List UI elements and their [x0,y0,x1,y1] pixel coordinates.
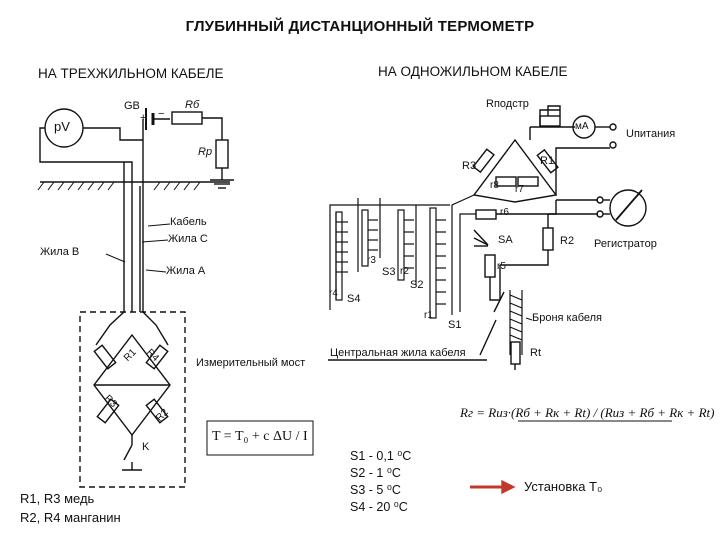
label-armor: Броня кабеля [532,312,603,324]
label-r3-right: R3 [462,160,477,172]
label-r2-right: R2 [560,235,575,247]
label-r6: r6 [500,207,509,218]
resistor-rb [171,111,203,125]
meter-wire [83,127,143,141]
label-sa: SA [498,234,513,246]
label-r4-small: r4 [329,288,338,299]
label-bridge: Измерительный мост [196,357,306,369]
label-gb: GB [124,100,140,112]
label-r7: r7 [515,184,524,195]
switch-s2-value: S2 - 1 ⁰С [350,466,401,480]
label-cable: Кабель [170,216,207,228]
label-r5: r5 [497,261,506,272]
label-pv: pV [54,119,70,134]
label-core-b: Жила В [40,246,80,258]
page-title: ГЛУБИННЫЙ ДИСТАНЦИОННЫЙ ТЕРМОМЕТР [185,18,535,35]
switch-s1-value: S1 - 0,1 ⁰С [350,449,412,463]
switch-s3-value: S3 - 5 ⁰С [350,483,401,497]
label-r1-small: r1 [424,310,433,321]
label-plus: + [140,112,147,124]
label-ma: мА [575,121,589,132]
resistor-rpodstr [539,115,561,127]
label-s2: S2 [410,279,424,291]
switch-k-symbol [123,444,133,461]
label-u: Uпитания [626,128,676,140]
label-core-c: Жила С [168,233,208,245]
formula-right: Rг = Rиз·(Rб + Rк + Rt) / (Rиз + Rб + Rк… [460,405,715,420]
setting-label: Установка Т₀ [524,479,603,494]
formula-box [206,420,314,456]
label-r-podstr: Rподстр [486,98,529,110]
note-copper: R1, R3 медь [20,491,95,506]
label-minus: − [158,108,165,120]
label-s3: S3 [382,266,396,278]
label-s4: S4 [347,293,361,305]
switch-s4-value: S4 - 20 ⁰С [350,500,408,514]
label-registrator: Регистратор [594,238,657,250]
formula-left: T = T₀ + c ΔU / I [212,429,308,444]
borehole-outline [79,311,186,488]
label-s1: S1 [448,319,462,331]
right-bridge [472,138,558,203]
label-r2-small: r2 [400,266,409,277]
resistor-rp [215,139,229,169]
label-rp: Rр [198,146,213,158]
label-r3-small: r3 [367,255,376,266]
label-central-core: Центральная жила кабеля [330,347,466,359]
left-heading: НА ТРЕХЖИЛЬНОМ КАБЕЛЕ [38,66,224,81]
resistor-rt [510,341,521,365]
label-core-a: Жила А [166,265,206,277]
right-heading: НА ОДНОЖИЛЬНОМ КАБЕЛЕ [378,64,568,79]
label-r8: r8 [490,180,499,191]
label-rb: Rб [185,99,200,111]
label-r1-right: R1 [540,155,555,167]
registrator-symbol [609,189,647,227]
label-k: K [142,441,150,453]
note-manganin: R2, R4 манганин [20,510,121,525]
meter-wire [39,127,133,186]
label-rt: Rt [530,347,541,359]
